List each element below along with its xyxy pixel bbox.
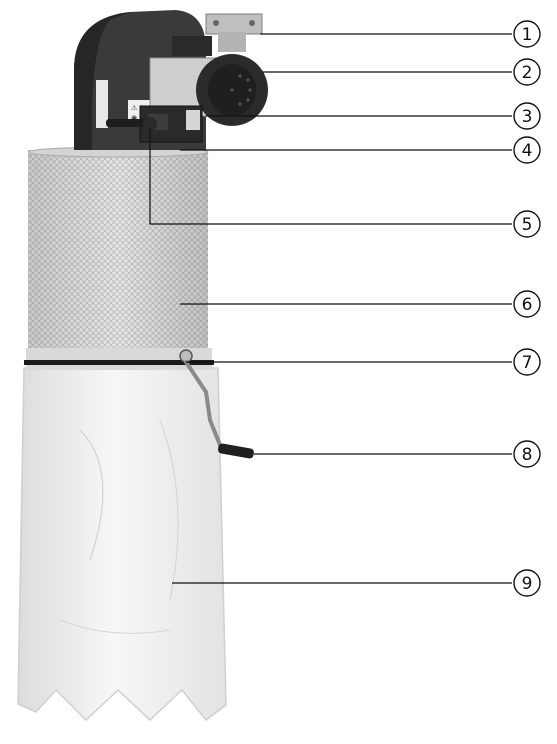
callout-3-circle [513, 102, 541, 130]
callout-4-label: 4 [522, 141, 533, 161]
callout-9-label: 9 [522, 574, 533, 594]
callout-5-label: 5 [522, 215, 533, 235]
callout-6-label: 6 [522, 295, 533, 315]
callouts [513, 20, 541, 597]
leader-5 [149, 128, 512, 225]
callout-4-circle [513, 136, 541, 164]
callout-8-label: 8 [522, 445, 533, 465]
callout-2-label: 2 [522, 63, 533, 83]
mounting-bracket [205, 13, 263, 52]
callout-8-circle [513, 440, 541, 468]
callout-labels: 1 2 3 4 5 6 7 8 9 [522, 25, 533, 594]
callout-6-circle [513, 290, 541, 318]
callout-1-circle [513, 20, 541, 48]
callout-5-circle [513, 210, 541, 238]
callout-7-label: 7 [522, 353, 533, 373]
cable-connector [106, 117, 157, 131]
leader-lines [149, 33, 512, 584]
callout-1-label: 1 [522, 25, 533, 45]
callout-2-circle [513, 58, 541, 86]
filter-cartridge [27, 146, 209, 355]
callout-9-circle [513, 569, 541, 597]
clamp-ring [24, 348, 214, 370]
callout-7-circle [513, 348, 541, 376]
collection-bag [17, 367, 227, 722]
crank-handle [184, 360, 254, 459]
callout-3-label: 3 [522, 107, 533, 127]
